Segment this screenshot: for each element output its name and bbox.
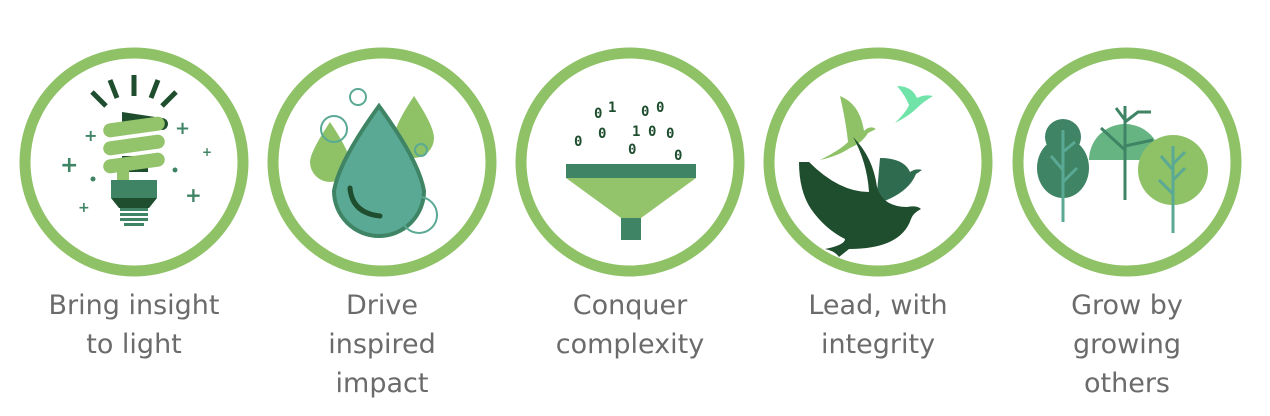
svg-text:0: 0 xyxy=(598,126,606,142)
svg-text:0: 0 xyxy=(594,106,602,122)
svg-text:1: 1 xyxy=(608,100,616,116)
svg-text:0: 0 xyxy=(674,148,682,164)
svg-text:+: + xyxy=(60,153,78,178)
svg-text:+: + xyxy=(84,126,97,145)
svg-text:+: + xyxy=(78,200,90,216)
svg-text:1: 1 xyxy=(632,124,640,140)
svg-text:+: + xyxy=(185,183,202,207)
svg-text:0: 0 xyxy=(574,134,582,150)
water-drop-icon xyxy=(267,47,497,277)
svg-text:0: 0 xyxy=(656,100,664,116)
svg-text:+: + xyxy=(175,118,190,139)
svg-text:0: 0 xyxy=(628,142,636,158)
svg-text:+: + xyxy=(202,145,212,159)
svg-text:0: 0 xyxy=(666,126,674,142)
lightbulb-icon: + + + + + + xyxy=(19,47,249,277)
trees-icon xyxy=(1012,47,1242,277)
svg-text:0: 0 xyxy=(648,124,656,140)
svg-text:0: 0 xyxy=(641,104,649,120)
birds-icon xyxy=(763,47,993,277)
